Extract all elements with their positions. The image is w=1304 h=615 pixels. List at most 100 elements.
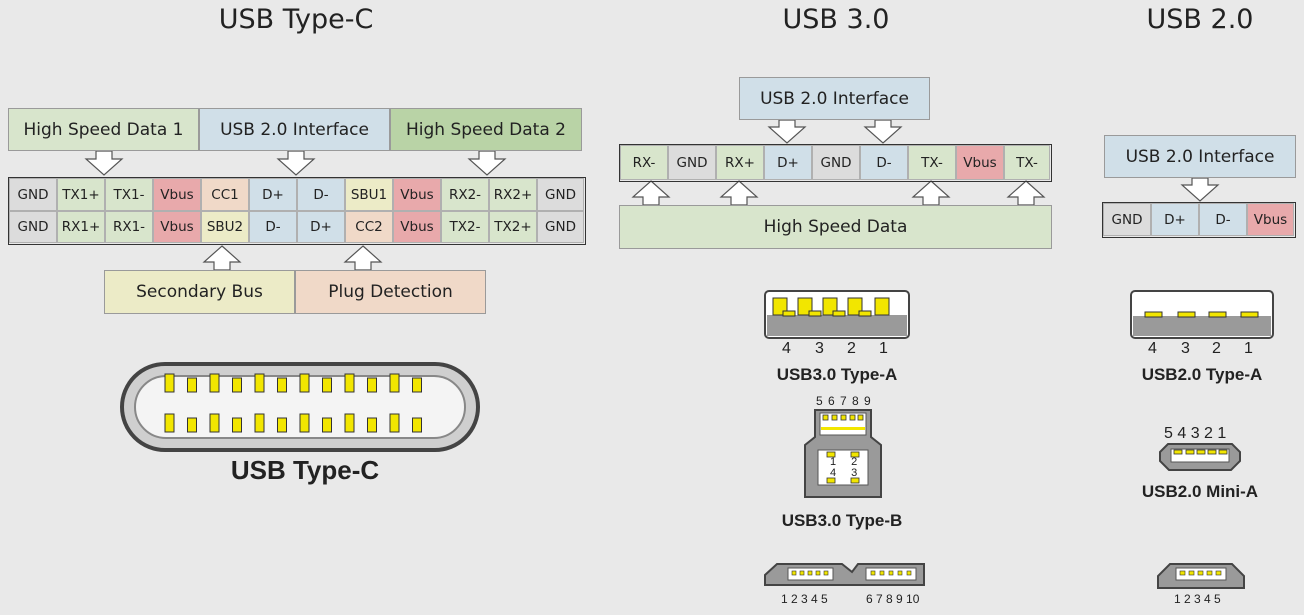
typec-connector-label: USB Type-C <box>230 455 380 485</box>
usb2-typea-num-1: 1 <box>1244 340 1253 357</box>
arrow-down-icon <box>467 150 507 176</box>
usb3-pin-5: GND <box>812 145 860 180</box>
pin-a5: CC1 <box>201 178 249 211</box>
usb2-mini-label: USB2.0 Mini-A <box>1141 482 1259 501</box>
usb2-typea-num-3: 3 <box>1181 340 1190 357</box>
typec-contact-bottom <box>389 413 400 433</box>
pin-b10: RX1- <box>105 211 153 243</box>
typec-contact-top <box>367 377 377 393</box>
usb3-pin-row: RX- GND RX+ D+ GND D- TX- Vbus TX- <box>619 144 1052 182</box>
usb3-typea-num-4: 4 <box>782 340 791 357</box>
usb3-pin-7: TX- <box>908 145 956 180</box>
pin-b7: D- <box>249 211 297 243</box>
pin-a6: D+ <box>249 178 297 211</box>
pin-b1: GND <box>537 211 584 243</box>
pin-b2: TX2+ <box>489 211 537 243</box>
usb3-typeb-inner-top: 1 2 <box>830 456 864 468</box>
usb3-label-usb20-interface: USB 2.0 Interface <box>739 77 930 120</box>
usb2-micro-numbers: 1 2 3 4 5 <box>1174 592 1221 606</box>
typec-contact-top <box>412 377 422 393</box>
typec-contact-top <box>389 373 400 393</box>
usb3-pin-1: RX- <box>620 145 668 180</box>
usb3-micro-left-numbers: 1 2 3 4 5 <box>781 592 828 606</box>
typec-contact-bottom <box>412 417 422 433</box>
usb3-pin-6: D- <box>860 145 908 180</box>
usb3-pin-9: TX- <box>1004 145 1050 180</box>
label-plug-detection: Plug Detection <box>295 270 486 314</box>
typec-contact-top <box>299 373 310 393</box>
pin-a1: GND <box>9 178 57 211</box>
usb2-title: USB 2.0 <box>1146 4 1254 35</box>
typec-contact-top <box>232 377 242 393</box>
pin-b12: GND <box>9 211 57 243</box>
pin-b3: TX2- <box>441 211 489 243</box>
pin-a11: RX2+ <box>489 178 537 211</box>
usb2-label-usb20-interface: USB 2.0 Interface <box>1104 135 1296 178</box>
typec-contact-bottom <box>277 417 287 433</box>
typec-contact-bottom <box>187 417 197 433</box>
usb2-typea-label: USB2.0 Type-A <box>1141 365 1263 384</box>
typec-title: USB Type-C <box>218 4 374 35</box>
usb2-pin-gnd: GND <box>1103 203 1151 236</box>
usb3-typea-num-1: 1 <box>879 340 888 357</box>
arrow-down-icon <box>276 150 316 176</box>
typec-contact-bottom <box>232 417 242 433</box>
usb2-mini-numbers: 5 4 3 2 1 <box>1164 425 1227 442</box>
arrow-down-icon <box>84 150 124 176</box>
typec-contact-top <box>209 373 220 393</box>
pin-a2: TX1+ <box>57 178 105 211</box>
pin-a9: Vbus <box>393 178 441 211</box>
usb3-micro-right-numbers: 6 7 8 9 10 <box>866 592 920 606</box>
pin-a4: Vbus <box>153 178 201 211</box>
pin-b6: D+ <box>297 211 345 243</box>
typec-contact-top <box>164 373 175 393</box>
usb3-pin-2: GND <box>668 145 716 180</box>
usb3-pin-3: RX+ <box>716 145 764 180</box>
typec-contact-bottom <box>299 413 310 433</box>
usb3-pin-8: Vbus <box>956 145 1004 180</box>
typec-contact-top <box>277 377 287 393</box>
usb2-typea-num-2: 2 <box>1212 340 1221 357</box>
pin-b11: RX1+ <box>57 211 105 243</box>
typec-contact-top <box>254 373 265 393</box>
typec-contact-top <box>187 377 197 393</box>
pin-a8: SBU1 <box>345 178 393 211</box>
arrow-down-icon <box>863 119 903 144</box>
usb3-pin-4: D+ <box>764 145 812 180</box>
pin-b8: SBU2 <box>201 211 249 243</box>
pin-a3: TX1- <box>105 178 153 211</box>
pin-a12: GND <box>537 178 584 211</box>
pin-a10: RX2- <box>441 178 489 211</box>
typec-contact-bottom <box>344 413 355 433</box>
usb3-label-high-speed-data: High Speed Data <box>619 205 1052 249</box>
usb2-pin-dminus: D- <box>1199 203 1247 236</box>
usb3-typea-num-3: 3 <box>815 340 824 357</box>
label-high-speed-data-2: High Speed Data 2 <box>390 108 582 151</box>
typec-pin-grid: GND TX1+ TX1- Vbus CC1 D+ D- SBU1 Vbus R… <box>8 177 586 245</box>
usb3-typea-label: USB3.0 Type-A <box>776 365 898 384</box>
usb2-pin-dplus: D+ <box>1151 203 1199 236</box>
pin-a7: D- <box>297 178 345 211</box>
typec-contact-bottom <box>367 417 377 433</box>
typec-contact-top <box>322 377 332 393</box>
usb3-title: USB 3.0 <box>782 4 890 35</box>
typec-contact-bottom <box>322 417 332 433</box>
usb3-typeb-inner-bottom: 4 3 <box>830 467 864 479</box>
arrow-down-icon <box>1180 177 1220 202</box>
usb3-typea-num-2: 2 <box>847 340 856 357</box>
pin-b4: Vbus <box>393 211 441 243</box>
label-usb20-interface: USB 2.0 Interface <box>199 108 390 151</box>
typec-contact-bottom <box>254 413 265 433</box>
usb2-pin-row: GND D+ D- Vbus <box>1102 202 1296 238</box>
pin-b9: Vbus <box>153 211 201 243</box>
arrow-down-icon <box>767 119 807 144</box>
usb2-typea-num-4: 4 <box>1148 340 1157 357</box>
usb3-typeb-top-numbers: 5 6 7 8 9 <box>816 394 872 408</box>
